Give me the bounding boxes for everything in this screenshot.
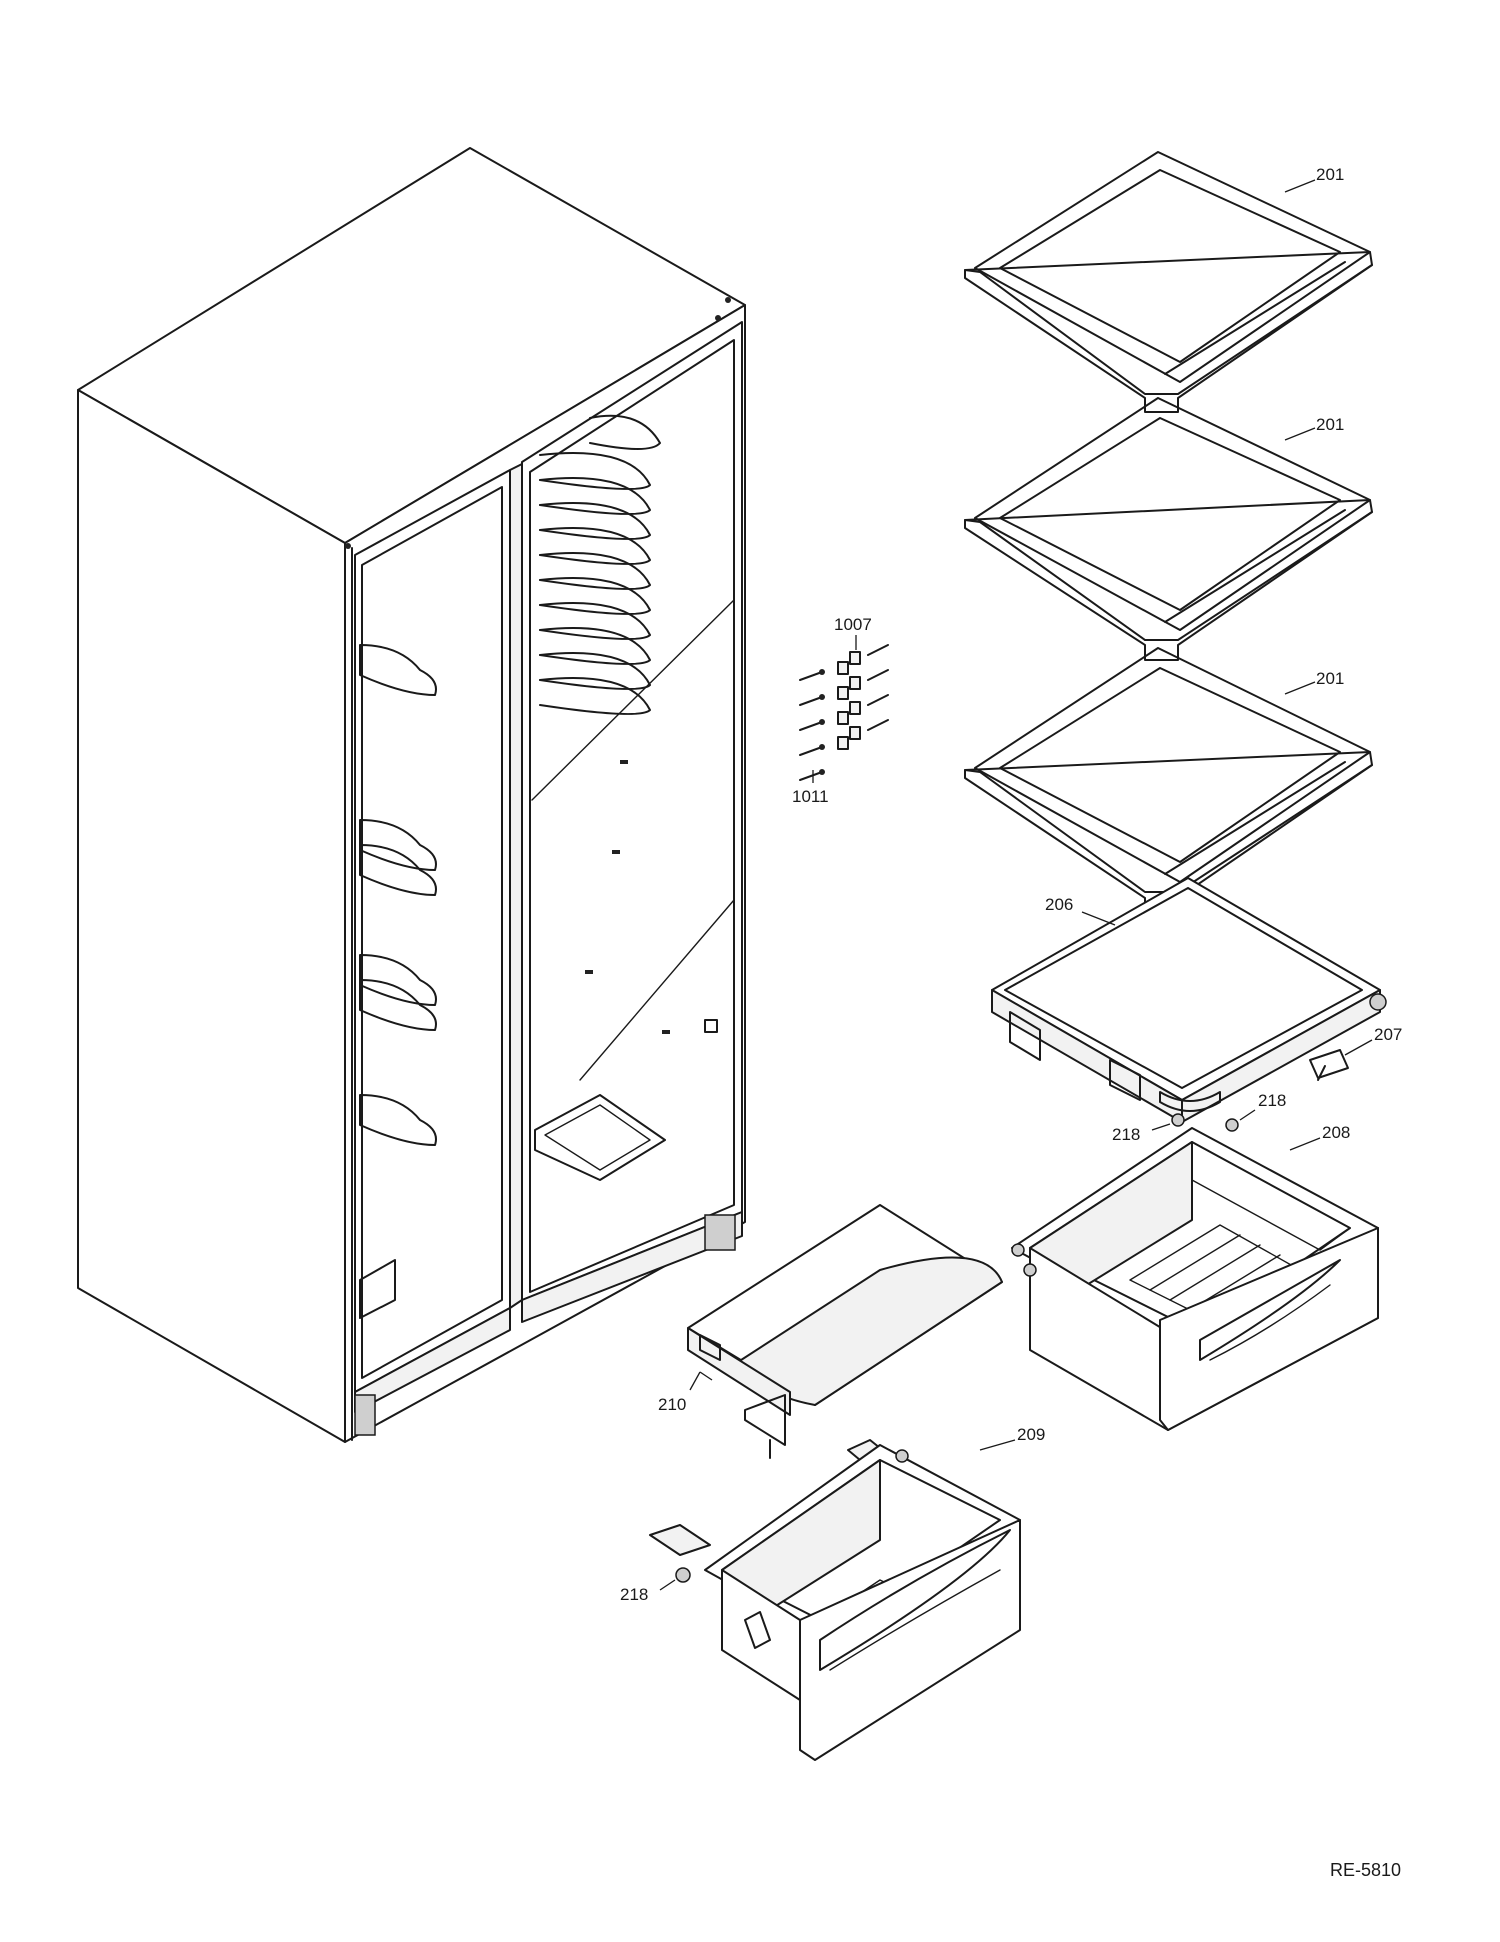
refrigerator-cabinet [77, 147, 746, 1443]
callout-1011: 1011 [792, 787, 829, 806]
callout-201-top: 201 [1316, 165, 1344, 184]
crisper-cover: 206 [991, 877, 1387, 1123]
callout-210: 210 [658, 1395, 686, 1414]
glass-shelf-lower: 201 [964, 647, 1373, 913]
glass-shelf-top: 201 [964, 151, 1373, 413]
document-id: RE-5810 [1330, 1860, 1401, 1880]
crisper-drawer: 208 [1011, 1123, 1379, 1431]
pan-drawer: 209 218 [620, 1425, 1045, 1761]
glass-shelf-middle: 201 [964, 397, 1373, 661]
callout-206: 206 [1045, 895, 1073, 914]
callout-209: 209 [1017, 1425, 1045, 1444]
drawer-rollers-upper: 218 218 [1112, 1091, 1286, 1144]
callout-201-middle: 201 [1316, 415, 1344, 434]
cover-support-clip: 207 [1309, 1025, 1402, 1081]
hardware-kit: 1007 1011 [792, 615, 889, 806]
callout-218-a: 218 [1258, 1091, 1286, 1110]
callout-201-lower: 201 [1316, 669, 1344, 688]
callout-1007: 1007 [834, 615, 872, 634]
callout-218-b: 218 [1112, 1125, 1140, 1144]
freezer-shelf-bracket-set [359, 644, 437, 1146]
shelf-ridge-set [539, 414, 661, 715]
hardware-fasteners [799, 644, 889, 781]
callout-207: 207 [1374, 1025, 1402, 1044]
callout-208: 208 [1322, 1123, 1350, 1142]
callout-218-c: 218 [620, 1585, 648, 1604]
drawer-cover: 210 [658, 1204, 1003, 1459]
